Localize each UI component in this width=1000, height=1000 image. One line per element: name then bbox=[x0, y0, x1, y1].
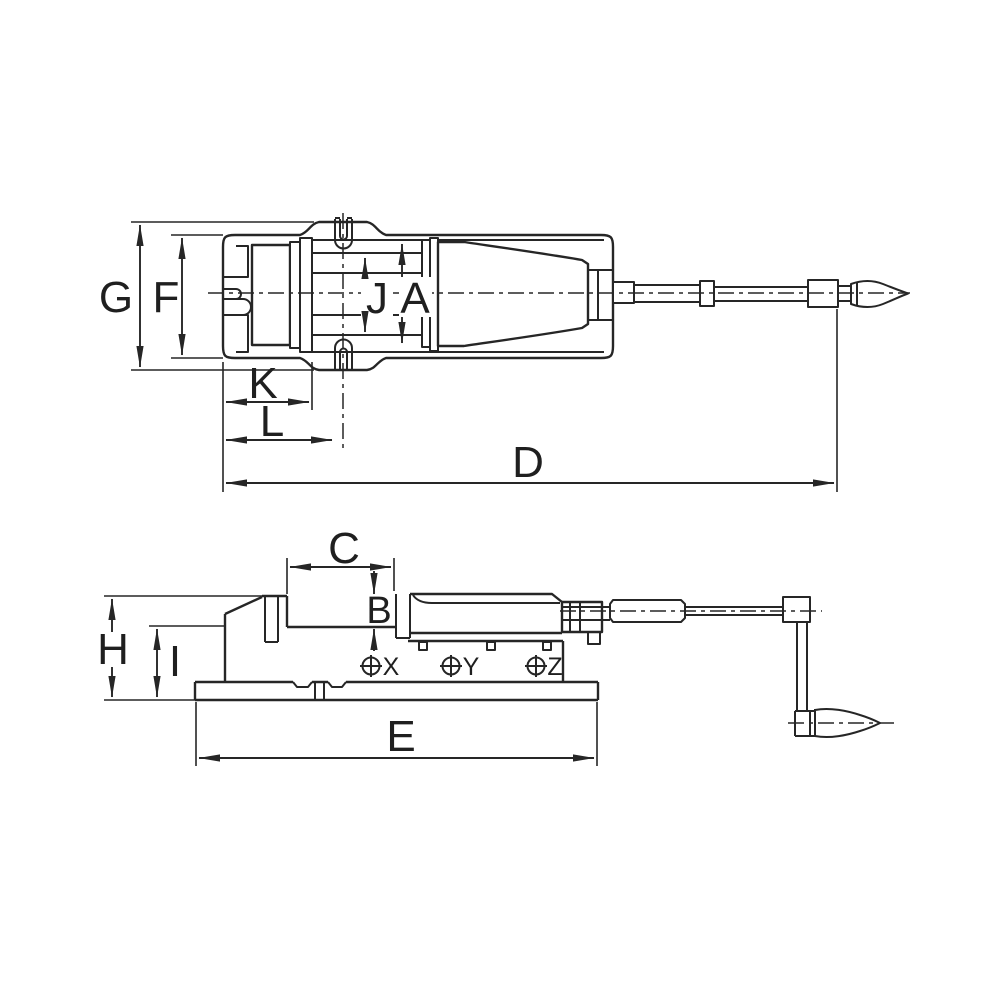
datum-target-icon bbox=[525, 655, 547, 677]
dim-K bbox=[222, 362, 313, 492]
dim-E bbox=[195, 702, 598, 766]
label-G: G bbox=[99, 273, 133, 322]
crank-arm bbox=[796, 622, 808, 712]
base-plate bbox=[193, 680, 600, 702]
side-view: X Y Z C B H I E bbox=[97, 524, 897, 766]
label-D: D bbox=[512, 438, 544, 487]
label-I: I bbox=[169, 637, 181, 686]
datum-target-icon bbox=[440, 655, 462, 677]
label-H: H bbox=[97, 625, 129, 674]
fixed-jaw-block bbox=[250, 243, 292, 347]
fixed-jaw-plate-inner bbox=[299, 237, 313, 353]
dim-A bbox=[398, 243, 432, 344]
base-keyway bbox=[292, 681, 347, 700]
label-K: K bbox=[248, 359, 277, 408]
handle-neck-top bbox=[838, 285, 851, 302]
label-J: J bbox=[366, 274, 388, 323]
label-E: E bbox=[386, 712, 415, 761]
datum-target-y: Y bbox=[440, 653, 480, 681]
spindle-rod-2 bbox=[714, 286, 808, 302]
screw-step-lines bbox=[588, 269, 613, 321]
datum-target-icon bbox=[360, 655, 382, 677]
dim-J bbox=[361, 257, 393, 333]
datum-target-x: X bbox=[360, 653, 400, 681]
movable-jaw-casting bbox=[436, 240, 590, 348]
label-C: C bbox=[328, 524, 360, 573]
datum-target-z: Z bbox=[525, 653, 563, 681]
datum-label-x: X bbox=[383, 653, 400, 681]
top-view: G F K L D J A bbox=[99, 213, 910, 492]
dim-I bbox=[149, 625, 225, 698]
label-L: L bbox=[260, 397, 284, 446]
dim-F bbox=[171, 234, 223, 359]
dim-C bbox=[286, 558, 395, 594]
movable-jaw-side bbox=[395, 592, 564, 651]
screw-bracket bbox=[562, 600, 610, 645]
spindle-rod-1 bbox=[634, 284, 700, 303]
spindle-and-crank bbox=[609, 596, 881, 739]
datum-label-y: Y bbox=[463, 653, 480, 681]
fixed-jaw-plate-outer bbox=[289, 241, 301, 349]
handle-knob-top bbox=[850, 280, 909, 308]
spindle-sleeve bbox=[609, 599, 686, 623]
dim-D bbox=[225, 309, 838, 492]
datum-label-z: Z bbox=[547, 653, 562, 681]
vise-bed bbox=[223, 594, 565, 682]
label-B: B bbox=[366, 590, 391, 632]
crank-hub bbox=[782, 596, 811, 623]
label-A: A bbox=[400, 274, 430, 323]
spindle-rod-side bbox=[685, 606, 783, 616]
body-inner-edges bbox=[223, 239, 604, 353]
label-F: F bbox=[153, 273, 180, 322]
